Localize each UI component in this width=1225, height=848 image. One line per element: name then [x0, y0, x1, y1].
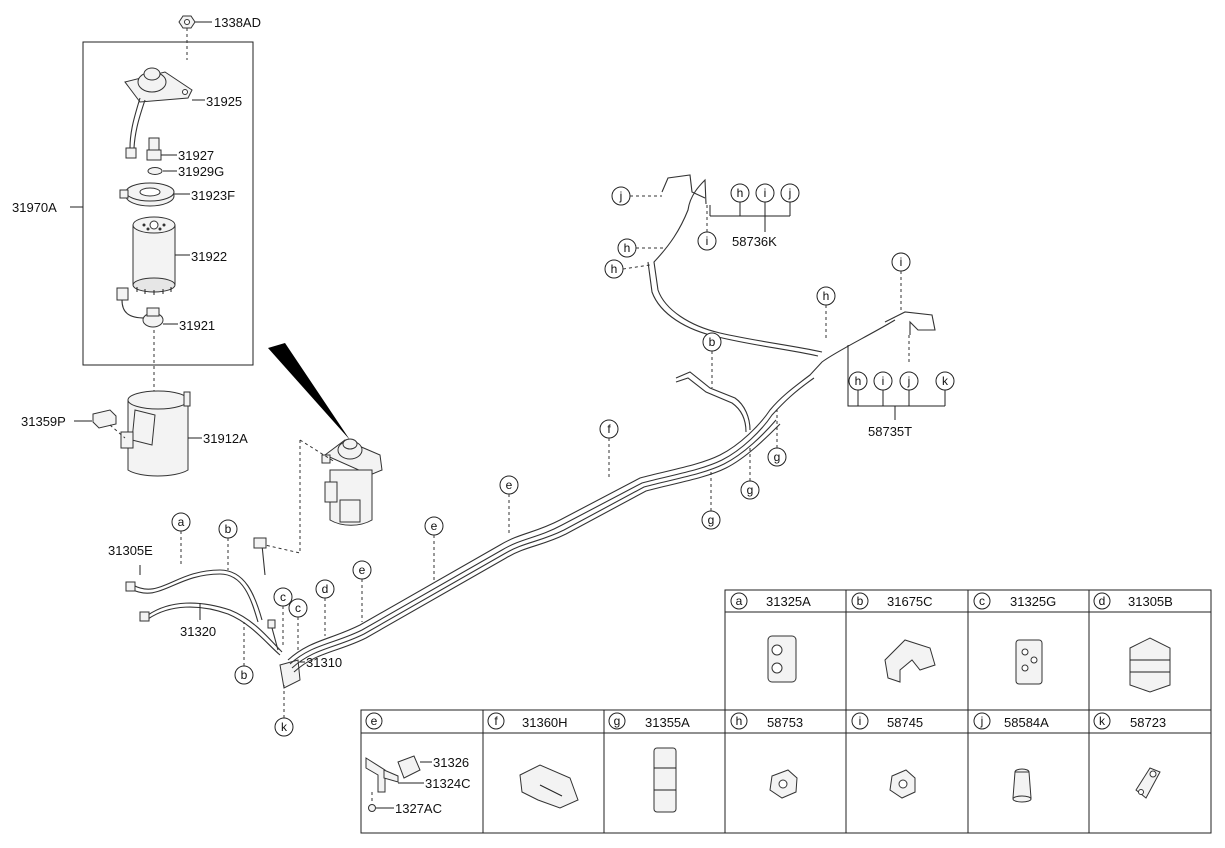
- label-31320: 31320: [180, 624, 216, 639]
- callout-f: f: [607, 422, 611, 436]
- callout-h-5: h: [855, 374, 862, 388]
- label-31359P: 31359P: [21, 414, 66, 429]
- callouts: a b b c c d e e e f g g g b k: [171, 183, 955, 737]
- clip-d-sketch: [1129, 637, 1171, 693]
- callout-d: d: [322, 582, 329, 596]
- legend-part-58584A: 58584A: [1004, 715, 1049, 730]
- legend-part-31360H: 31360H: [522, 715, 568, 730]
- clip-j-sketch: [1012, 768, 1032, 803]
- callout-i-4: i: [882, 374, 885, 388]
- legend-part-58723: 58723: [1130, 715, 1166, 730]
- label-31923F: 31923F: [191, 188, 235, 203]
- label-31929G: 31929G: [178, 164, 224, 179]
- filter-head-part: [124, 67, 205, 159]
- label-31912A: 31912A: [203, 431, 248, 446]
- assembled-filter: [321, 438, 383, 526]
- clip-part: [74, 409, 126, 439]
- label-31925: 31925: [206, 94, 242, 109]
- nut-part: [178, 15, 212, 60]
- legend-sub-31326: 31326: [433, 755, 469, 770]
- callout-a: a: [178, 515, 185, 529]
- sensor-part: [146, 137, 177, 161]
- callout-b-3: b: [709, 335, 716, 349]
- callout-h-2: h: [611, 262, 618, 276]
- legend-sub-1327AC: 1327AC: [395, 801, 442, 816]
- legend-sub-31324C: 31324C: [425, 776, 471, 791]
- callout-h-1: h: [624, 241, 631, 255]
- junction-31310: [279, 659, 305, 689]
- bracket-part: [120, 390, 202, 477]
- legend-letter-c: c: [979, 594, 985, 608]
- legend-table: a 31325A b 31675C c 31325G d 31305B e: [360, 589, 1212, 834]
- label-31970A: 31970A: [12, 200, 57, 215]
- callout-h-4: h: [737, 186, 744, 200]
- clip-b-sketch: [884, 639, 936, 683]
- legend-letter-k: k: [1099, 714, 1106, 728]
- callout-b-2: b: [241, 668, 248, 682]
- legend-letter-e: e: [371, 714, 378, 728]
- legend-letter-d: d: [1099, 594, 1106, 608]
- callout-e-2: e: [431, 519, 438, 533]
- legend-part-31325G: 31325G: [1010, 594, 1056, 609]
- callout-c-2: c: [295, 601, 301, 615]
- pointer-wedge: [268, 343, 350, 440]
- clip-k-sketch: [1135, 767, 1161, 799]
- legend-part-58745: 58745: [887, 715, 923, 730]
- clip-f-sketch: [519, 764, 579, 809]
- legend-part-31675C: 31675C: [887, 594, 933, 609]
- clip-c-sketch: [1015, 639, 1043, 685]
- callout-h-3: h: [823, 289, 830, 303]
- legend-letter-h: h: [736, 714, 743, 728]
- clip-i-sketch: [889, 769, 916, 799]
- callout-e-3: e: [506, 478, 513, 492]
- callout-i-2: i: [900, 255, 903, 269]
- label-31305E: 31305E: [108, 543, 153, 558]
- legend-part-31355A: 31355A: [645, 715, 690, 730]
- label-58735T: 58735T: [868, 424, 912, 439]
- callout-k-1: k: [281, 720, 288, 734]
- clip-g-sketch: [653, 747, 677, 813]
- callout-g-3: g: [774, 450, 781, 464]
- callout-k-2: k: [942, 374, 949, 388]
- label-31922: 31922: [191, 249, 227, 264]
- legend-part-58753: 58753: [767, 715, 803, 730]
- callout-i-1: i: [706, 234, 709, 248]
- label-58736K: 58736K: [732, 234, 777, 249]
- callout-j-2: j: [788, 186, 792, 200]
- legend-part-31325A: 31325A: [766, 594, 811, 609]
- label-31921: 31921: [179, 318, 215, 333]
- legend-letter-j: j: [980, 714, 984, 728]
- adapter-part: [119, 182, 190, 207]
- legend-letter-f: f: [494, 714, 498, 728]
- callout-g-2: g: [747, 483, 754, 497]
- legend-letter-g: g: [614, 714, 621, 728]
- filter-assembly-box: [82, 41, 254, 366]
- callout-j-3: j: [907, 374, 911, 388]
- hose-upper-31305E: [125, 537, 267, 623]
- legend-part-31305B: 31305B: [1128, 594, 1173, 609]
- label-31927: 31927: [178, 148, 214, 163]
- callout-c-1: c: [280, 590, 286, 604]
- cartridge-part: [132, 216, 190, 295]
- bracket-e-sketch: [365, 755, 432, 812]
- hose-lower-31320: [139, 602, 283, 656]
- connector-dashed: [264, 439, 336, 554]
- legend-letter-b: b: [857, 594, 864, 608]
- label-31310: 31310: [306, 655, 342, 670]
- callout-e-1: e: [359, 563, 366, 577]
- legend-letter-a: a: [736, 594, 743, 608]
- oring-part: [147, 167, 163, 175]
- clip-a-sketch: [767, 635, 797, 683]
- callout-j-1: j: [619, 189, 623, 203]
- clip-h-sketch: [769, 769, 798, 799]
- legend-letter-i: i: [859, 714, 862, 728]
- heater-part: [116, 287, 178, 400]
- callout-i-3: i: [764, 186, 767, 200]
- label-1338AD: 1338AD: [214, 15, 261, 30]
- callout-g-1: g: [708, 513, 715, 527]
- callout-b-1: b: [225, 522, 232, 536]
